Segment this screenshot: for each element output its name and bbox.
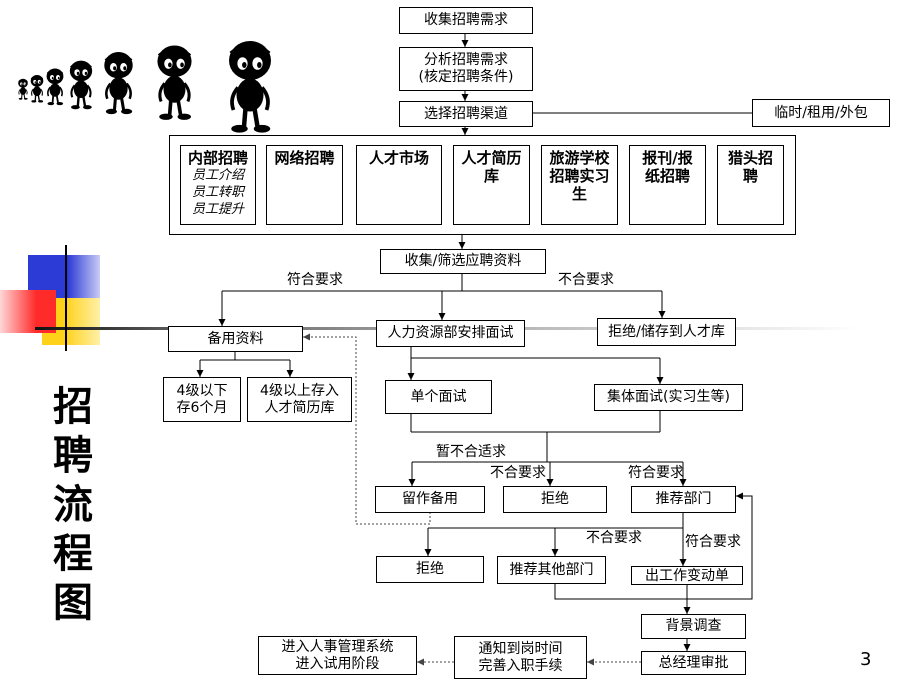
analyze-demand-line2: (核定招聘条件) (418, 69, 514, 85)
channel-internal-sub-2: 员工转职 (191, 185, 244, 200)
group-interview-box: 集体面试(实习生等) (594, 384, 743, 411)
background-check-label: 背景调查 (665, 618, 722, 634)
single-interview-label: 单个面试 (410, 388, 467, 405)
reserve-pool-box: 备用资料 (168, 326, 303, 352)
recommend-dept-label: 推荐部门 (655, 491, 712, 507)
edge-label-dept-fail: 不合要求 (586, 530, 642, 546)
analyze-demand-box: 分析招聘需求 (核定招聘条件) (399, 47, 533, 91)
edge-label-screen-pass: 符合要求 (287, 272, 343, 288)
channel-internal: 内部招聘 员工介绍 员工转职 员工提升 (180, 145, 256, 225)
notify-onboard-line1: 通知到岗时间 (478, 640, 563, 657)
reject-box-1: 拒绝 (503, 486, 607, 513)
reserve-pool-label: 备用资料 (207, 330, 264, 347)
transfer-form-label: 出工作变动单 (645, 567, 729, 584)
background-check-box: 背景调查 (641, 614, 746, 639)
decor-red-block (0, 290, 56, 333)
dotted-arrow-keep-to-reserve (303, 333, 431, 525)
outsource-label: 临时/租用/外包 (774, 104, 868, 121)
edge-label-interview-pass: 符合要求 (628, 465, 684, 481)
group-interview-label: 集体面试(实习生等) (607, 389, 730, 405)
channel-internal-sub-1: 员工介绍 (191, 168, 244, 183)
below-level4-line1: 4级以下 (176, 382, 228, 399)
select-channel-box: 选择招聘渠道 (399, 101, 533, 127)
screen-resumes-box: 收集/筛选应聘资料 (380, 249, 546, 274)
analyze-demand-line1: 分析招聘需求 (424, 52, 508, 68)
channel-tourism-school: 旅游学校招聘实习生 (541, 145, 618, 225)
channel-newspaper: 报刊/报纸招聘 (629, 145, 706, 225)
reject-store-box: 拒绝/储存到人才库 (597, 318, 736, 346)
enter-hr-system-box: 进入人事管理系统 进入试用阶段 (258, 636, 417, 675)
channel-internal-sub-3: 员工提升 (191, 202, 244, 217)
transfer-form-box: 出工作变动单 (631, 566, 743, 585)
notify-onboard-line2: 完善入职手续 (478, 657, 563, 674)
screen-resumes-label: 收集/筛选应聘资料 (404, 253, 522, 269)
keep-reserve-label: 留作备用 (402, 491, 458, 507)
below-level4-box: 4级以下 存6个月 (163, 377, 241, 422)
above-level4-box: 4级以上存入 人才简历库 (247, 377, 352, 422)
above-level4-line2: 人才简历库 (264, 399, 335, 416)
page-number: 3 (860, 649, 872, 670)
channel-talent-market: 人才市场 (356, 145, 442, 225)
single-interview-box: 单个面试 (385, 380, 492, 414)
below-level4-line2: 存6个月 (176, 399, 228, 416)
select-channel-label: 选择招聘渠道 (424, 105, 508, 122)
channel-resume-database-title: 人才简历库 (461, 149, 522, 185)
channel-headhunter-title: 猎头招聘 (727, 149, 773, 185)
channel-newspaper-title: 报刊/报纸招聘 (642, 149, 693, 185)
channel-online: 网络招聘 (266, 145, 343, 225)
recommend-dept-box: 推荐部门 (631, 486, 736, 513)
reject-box-2: 拒绝 (376, 556, 484, 583)
recommend-other-box: 推荐其他部门 (497, 556, 606, 584)
outsource-box: 临时/租用/外包 (752, 99, 890, 127)
arrow-other-back-to-dept (554, 492, 753, 600)
channel-talent-market-title: 人才市场 (368, 149, 429, 167)
keep-reserve-box: 留作备用 (375, 486, 485, 513)
edge-label-screen-fail: 不合要求 (558, 272, 614, 288)
channel-tourism-school-title: 旅游学校招聘实习生 (549, 149, 610, 203)
reject-store-label: 拒绝/储存到人才库 (608, 323, 725, 340)
notify-onboard-box: 通知到岗时间 完善入职手续 (454, 636, 587, 679)
enter-hr-system-line2: 进入试用阶段 (295, 655, 380, 672)
channel-headhunter: 猎头招聘 (717, 145, 784, 225)
gm-approval-box: 总经理审批 (641, 651, 746, 675)
recommend-other-label: 推荐其他部门 (509, 561, 594, 578)
hr-interview-box: 人力资源部安排面试 (376, 320, 525, 347)
decor-vertical-rule (65, 245, 67, 351)
edge-label-dept-pass: 符合要求 (685, 534, 741, 550)
edge-label-interview-hold: 暂不合适求 (436, 444, 506, 460)
channel-internal-title: 内部招聘 (187, 149, 248, 167)
channel-resume-database: 人才简历库 (453, 145, 530, 225)
gm-approval-label: 总经理审批 (658, 654, 729, 671)
channel-online-title: 网络招聘 (274, 149, 335, 167)
above-level4-line1: 4级以上存入 (260, 382, 339, 399)
hr-interview-label: 人力资源部安排面试 (387, 325, 514, 341)
channel-group-frame: 内部招聘 员工介绍 员工转职 员工提升 网络招聘 人才市场 人才简历库 旅游学校… (169, 135, 796, 235)
collect-demand-box: 收集招聘需求 (399, 7, 533, 34)
reject-label-2: 拒绝 (416, 561, 444, 577)
reject-label-1: 拒绝 (541, 491, 569, 507)
enter-hr-system-line1: 进入人事管理系统 (281, 638, 394, 655)
slide-title: 招聘流程图 (46, 385, 92, 630)
collect-demand-label: 收集招聘需求 (424, 12, 508, 28)
edge-label-interview-fail: 不合要求 (490, 465, 546, 481)
